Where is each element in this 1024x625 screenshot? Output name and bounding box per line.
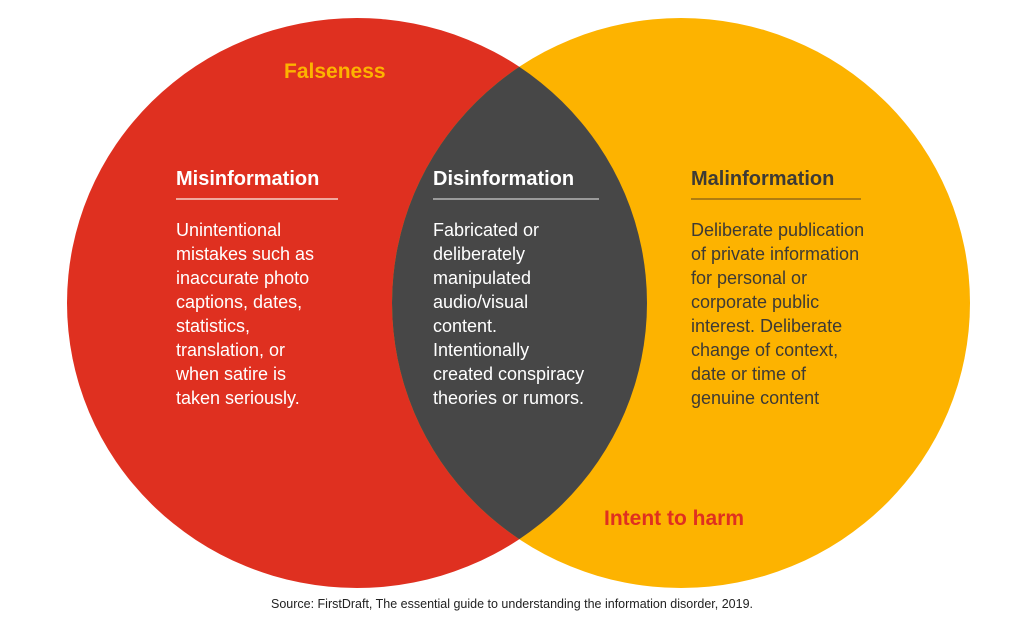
misinformation-title: Misinformation xyxy=(176,166,338,200)
misinformation-section: Misinformation Unintentional mistakes su… xyxy=(176,166,338,410)
malinformation-description: Deliberate publication of private inform… xyxy=(691,220,865,408)
malinformation-section: Malinformation Deliberate publication of… xyxy=(691,166,864,410)
misinformation-description: Unintentional mistakes such as inaccurat… xyxy=(176,220,315,408)
intent-to-harm-label: Intent to harm xyxy=(604,507,744,530)
disinformation-title: Disinformation xyxy=(433,166,599,200)
falseness-label: Falseness xyxy=(284,60,386,83)
source-caption: Source: FirstDraft, The essential guide … xyxy=(271,597,753,611)
disinformation-section: Disinformation Fabricated or deliberatel… xyxy=(433,166,599,410)
disinformation-description: Fabricated or deliberately manipulated a… xyxy=(433,220,585,408)
malinformation-title: Malinformation xyxy=(691,166,861,200)
overlap-region xyxy=(392,18,647,588)
